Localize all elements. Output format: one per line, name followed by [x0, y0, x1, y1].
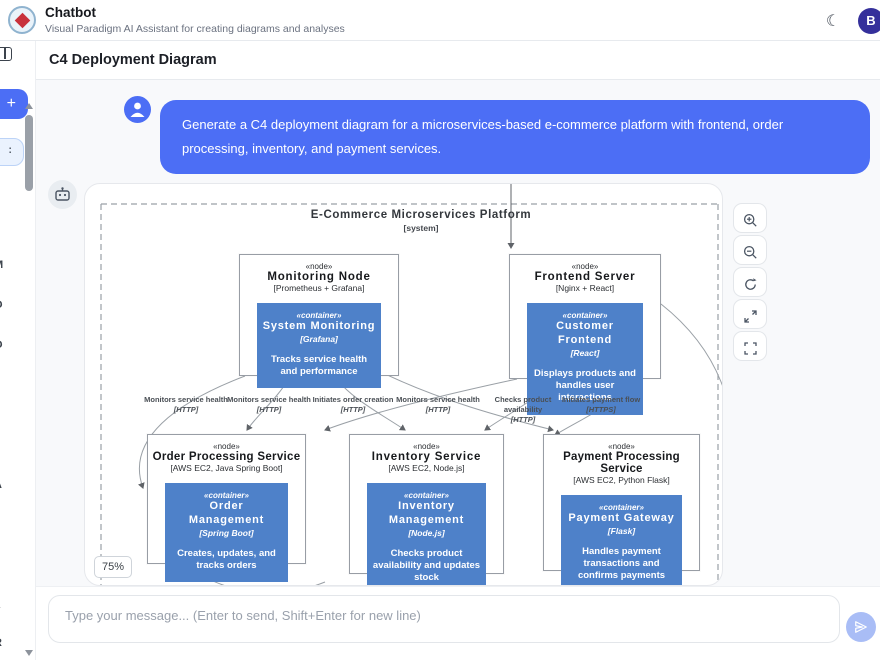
- node-order-processing[interactable]: «node» Order Processing Service [AWS EC2…: [147, 434, 306, 583]
- node-tech: [Prometheus + Grafana]: [273, 283, 365, 293]
- container-tech: [Grafana]: [300, 333, 338, 344]
- message-input[interactable]: [48, 595, 840, 643]
- page-title: C4 Deployment Diagram: [49, 52, 217, 68]
- edge-label: Initiates payment flow[HTTPS]: [561, 395, 641, 415]
- container-tech: [React]: [570, 347, 600, 358]
- container-system-monitoring[interactable]: «container» System Monitoring [Grafana] …: [257, 303, 381, 389]
- sidebar-toggle-icon[interactable]: [0, 47, 12, 61]
- app-title: Chatbot: [45, 5, 96, 20]
- node-stereotype: «node»: [608, 442, 635, 451]
- new-chat-button[interactable]: +: [0, 89, 28, 119]
- visual-paradigm-logo-icon: [8, 6, 36, 34]
- node-tech: [AWS EC2, Java Spring Boot]: [170, 463, 283, 473]
- container-description: Handles payment transactions and confirm…: [577, 545, 666, 582]
- container-title: Payment Gateway: [568, 512, 675, 524]
- sidebar-item-truncated[interactable]: O: [0, 299, 8, 311]
- edge-label: Monitors service health[HTTP]: [227, 395, 311, 415]
- zoom-out-icon: [743, 245, 757, 259]
- node-stereotype: «node»: [571, 262, 599, 271]
- fit-icon: [743, 342, 757, 355]
- chat-area: Generate a C4 deployment diagram for a m…: [36, 80, 880, 586]
- send-icon: [855, 620, 867, 633]
- node-inventory-service[interactable]: «node» Inventory Service [AWS EC2, Node.…: [349, 434, 504, 585]
- container-description: Creates, updates, and tracks orders: [177, 547, 276, 571]
- app-header: Chatbot Visual Paradigm AI Assistant for…: [0, 0, 880, 41]
- expand-button[interactable]: [733, 299, 767, 329]
- container-customer-frontend[interactable]: «container» Customer Frontend [React] Di…: [527, 303, 643, 415]
- container-title: Inventory Management: [388, 500, 465, 526]
- node-title: Payment Processing Service: [563, 451, 680, 475]
- node-monitoring[interactable]: «node» Monitoring Node [Prometheus + Gra…: [239, 254, 399, 389]
- container-description: Checks product availability and updates …: [372, 547, 481, 584]
- zoom-level-badge: 75%: [94, 556, 132, 578]
- sidebar-item-truncated[interactable]: R: [0, 637, 8, 649]
- app-subtitle: Visual Paradigm AI Assistant for creatin…: [45, 23, 345, 35]
- node-title: Frontend Server: [534, 271, 636, 283]
- sidebar-item-truncated[interactable]: M: [0, 259, 8, 271]
- container-payment-gateway[interactable]: «container» Payment Gateway [Flask] Hand…: [561, 495, 682, 585]
- container-tech: [Flask]: [607, 525, 636, 536]
- diagram-canvas[interactable]: E-Commerce Microservices Platform [syste…: [84, 183, 723, 586]
- container-tech: [Node.js]: [408, 527, 445, 538]
- sidebar-item-truncated[interactable]: A: [0, 479, 8, 491]
- boundary-subtitle: [system]: [403, 223, 439, 233]
- page-toolbar: C4 Deployment Diagram: [36, 41, 880, 80]
- node-tech: [AWS EC2, Node.js]: [388, 463, 465, 473]
- container-stereotype: «container»: [204, 491, 249, 500]
- node-stereotype: «node»: [305, 262, 333, 271]
- node-title: Order Processing Service: [152, 451, 301, 463]
- assistant-avatar: [48, 180, 77, 209]
- conversation-sidebar: + : J M O O r A a R: [0, 41, 36, 660]
- boundary-title: E-Commerce Microservices Platform: [310, 209, 532, 221]
- scroll-down-icon[interactable]: [25, 650, 33, 656]
- container-stereotype: «container»: [296, 311, 342, 320]
- moon-icon[interactable]: ☾: [821, 9, 845, 33]
- container-description: Tracks service health and performance: [270, 353, 368, 378]
- sidebar-scrollbar[interactable]: [25, 101, 33, 660]
- edge-label: Initiates order creation[HTTP]: [312, 395, 394, 415]
- reset-icon: [744, 278, 756, 290]
- fit-to-screen-button[interactable]: [733, 331, 767, 361]
- edge-label: Checks product availability[HTTP]: [494, 395, 552, 425]
- node-stereotype: «node»: [213, 442, 240, 451]
- zoom-out-button[interactable]: [733, 235, 767, 265]
- scroll-up-icon[interactable]: [25, 103, 33, 109]
- container-title: Customer Frontend: [556, 320, 614, 346]
- container-title: Order Management: [188, 500, 265, 526]
- node-payment-processing[interactable]: «node» Payment Processing Service [AWS E…: [543, 434, 700, 585]
- edge-label: Monitors service health[HTTP]: [396, 395, 480, 415]
- container-stereotype: «container»: [599, 503, 644, 512]
- sidebar-item-selected[interactable]: :: [0, 138, 24, 166]
- message-composer: [36, 586, 880, 660]
- container-description: Displays products and handles user inter…: [534, 367, 636, 404]
- container-title: System Monitoring: [262, 320, 376, 332]
- node-title: Inventory Service: [371, 451, 482, 463]
- container-stereotype: «container»: [562, 311, 608, 320]
- container-inventory-management[interactable]: «container» Inventory Management [Node.j…: [367, 483, 486, 585]
- node-tech: [AWS EC2, Python Flask]: [573, 475, 670, 485]
- edge-label: Monitors service health[HTTP]: [144, 395, 228, 415]
- sidebar-item-truncated[interactable]: O: [0, 339, 8, 351]
- user-message-bubble: Generate a C4 deployment diagram for a m…: [160, 100, 870, 175]
- send-button[interactable]: [846, 612, 876, 642]
- node-frontend-server[interactable]: «node» Frontend Server [Nginx + React] «…: [509, 254, 661, 415]
- robot-icon: [55, 187, 70, 201]
- node-title: Monitoring Node: [267, 271, 371, 283]
- node-tech: [Nginx + React]: [555, 283, 615, 293]
- scrollbar-thumb[interactable]: [25, 115, 33, 191]
- container-order-management[interactable]: «container» Order Management [Spring Boo…: [165, 483, 288, 583]
- expand-icon: [743, 310, 757, 323]
- sidebar-item-truncated[interactable]: J: [0, 226, 8, 238]
- reset-view-button[interactable]: [733, 267, 767, 297]
- sidebar-item-truncated[interactable]: r: [0, 376, 8, 388]
- container-tech: [Spring Boot]: [199, 527, 254, 538]
- user-avatar-badge[interactable]: B: [858, 8, 880, 34]
- zoom-in-icon: [743, 213, 757, 227]
- node-stereotype: «node»: [413, 442, 440, 451]
- zoom-in-button[interactable]: [733, 203, 767, 233]
- sidebar-item-truncated[interactable]: a: [0, 599, 8, 611]
- user-avatar: [124, 96, 151, 123]
- person-icon: [130, 102, 145, 117]
- container-stereotype: «container»: [404, 491, 449, 500]
